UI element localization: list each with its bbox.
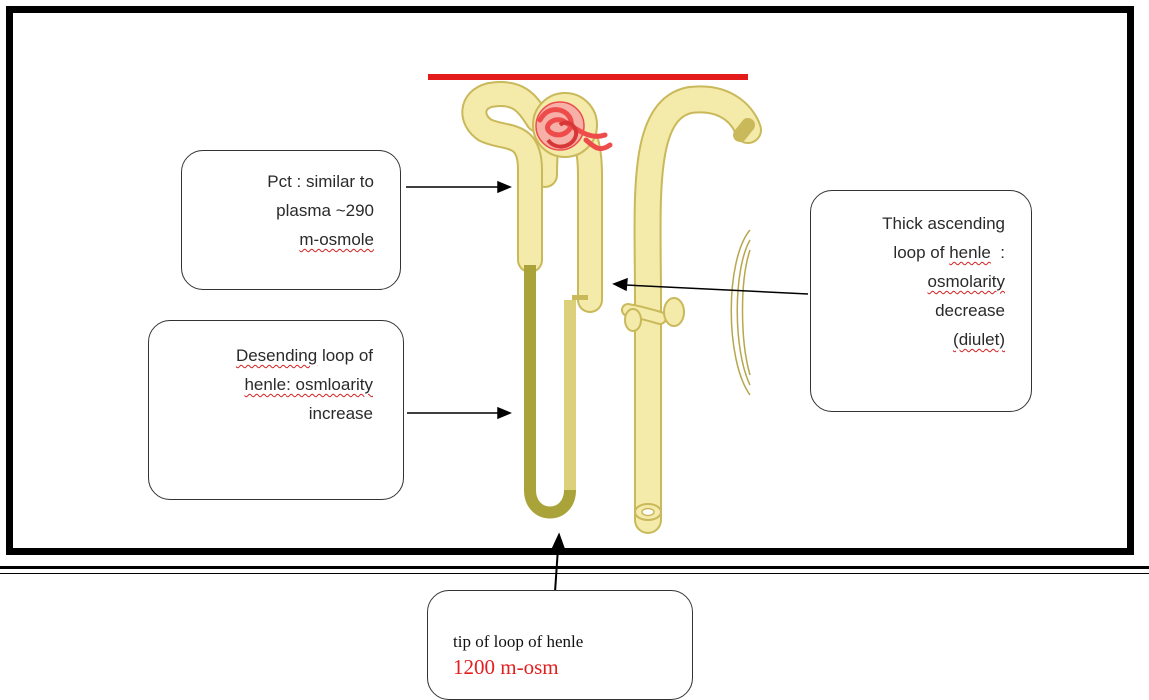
callout-thick-ascending: Thick ascending loop of henle : osmolari… xyxy=(810,190,1032,412)
thick-henle: henle xyxy=(949,243,991,262)
thick-osm: osmolarity xyxy=(928,272,1005,291)
pct-line-1: Pct : similar to xyxy=(192,167,374,196)
tip-label: tip of loop of henle xyxy=(453,631,682,653)
desc-line-2: henle: osmloarity xyxy=(159,370,373,399)
loop-of-henle xyxy=(530,265,583,516)
pct-line-3-text: m-osmole xyxy=(299,230,374,249)
tip-value: 1200 m-osm xyxy=(453,653,682,681)
desc-henle: henle xyxy=(244,375,286,394)
thick-diulet: (diulet) xyxy=(953,330,1005,349)
glomerulus xyxy=(533,93,610,157)
arrow-up-icon xyxy=(553,535,564,592)
thick-line-1: Thick ascending xyxy=(821,209,1005,238)
thick-line-4: decrease xyxy=(821,296,1005,325)
desc-word: Desending xyxy=(236,346,317,365)
callout-pct: Pct : similar to plasma ~290 m-osmole xyxy=(181,150,401,290)
callout-descending: Desending loop of henle: osmloarity incr… xyxy=(148,320,404,500)
vessel-arcs xyxy=(731,230,750,395)
collecting-duct xyxy=(648,99,748,520)
desc-line-3: increase xyxy=(159,399,373,428)
thick-colon: : xyxy=(1000,243,1005,262)
arrow-right-icon xyxy=(406,182,510,192)
thick-line-5: (diulet) xyxy=(821,325,1005,354)
pct-line-3: m-osmole xyxy=(192,225,374,254)
callout-tip: tip of loop of henle 1200 m-osm xyxy=(427,590,693,700)
arrow-right-icon xyxy=(407,408,510,418)
desc-line-1-rest: loop of xyxy=(322,346,373,365)
pct-line-2: plasma ~290 xyxy=(192,196,374,225)
desc-osm: : osmloarity xyxy=(286,375,373,394)
top-red-bar xyxy=(428,74,748,80)
thick-line-2: loop of henle : xyxy=(821,238,1005,267)
desc-line-1: Desending loop of xyxy=(159,341,373,370)
thick-loopof: loop of xyxy=(893,243,944,262)
thick-line-3: osmolarity xyxy=(821,267,1005,296)
